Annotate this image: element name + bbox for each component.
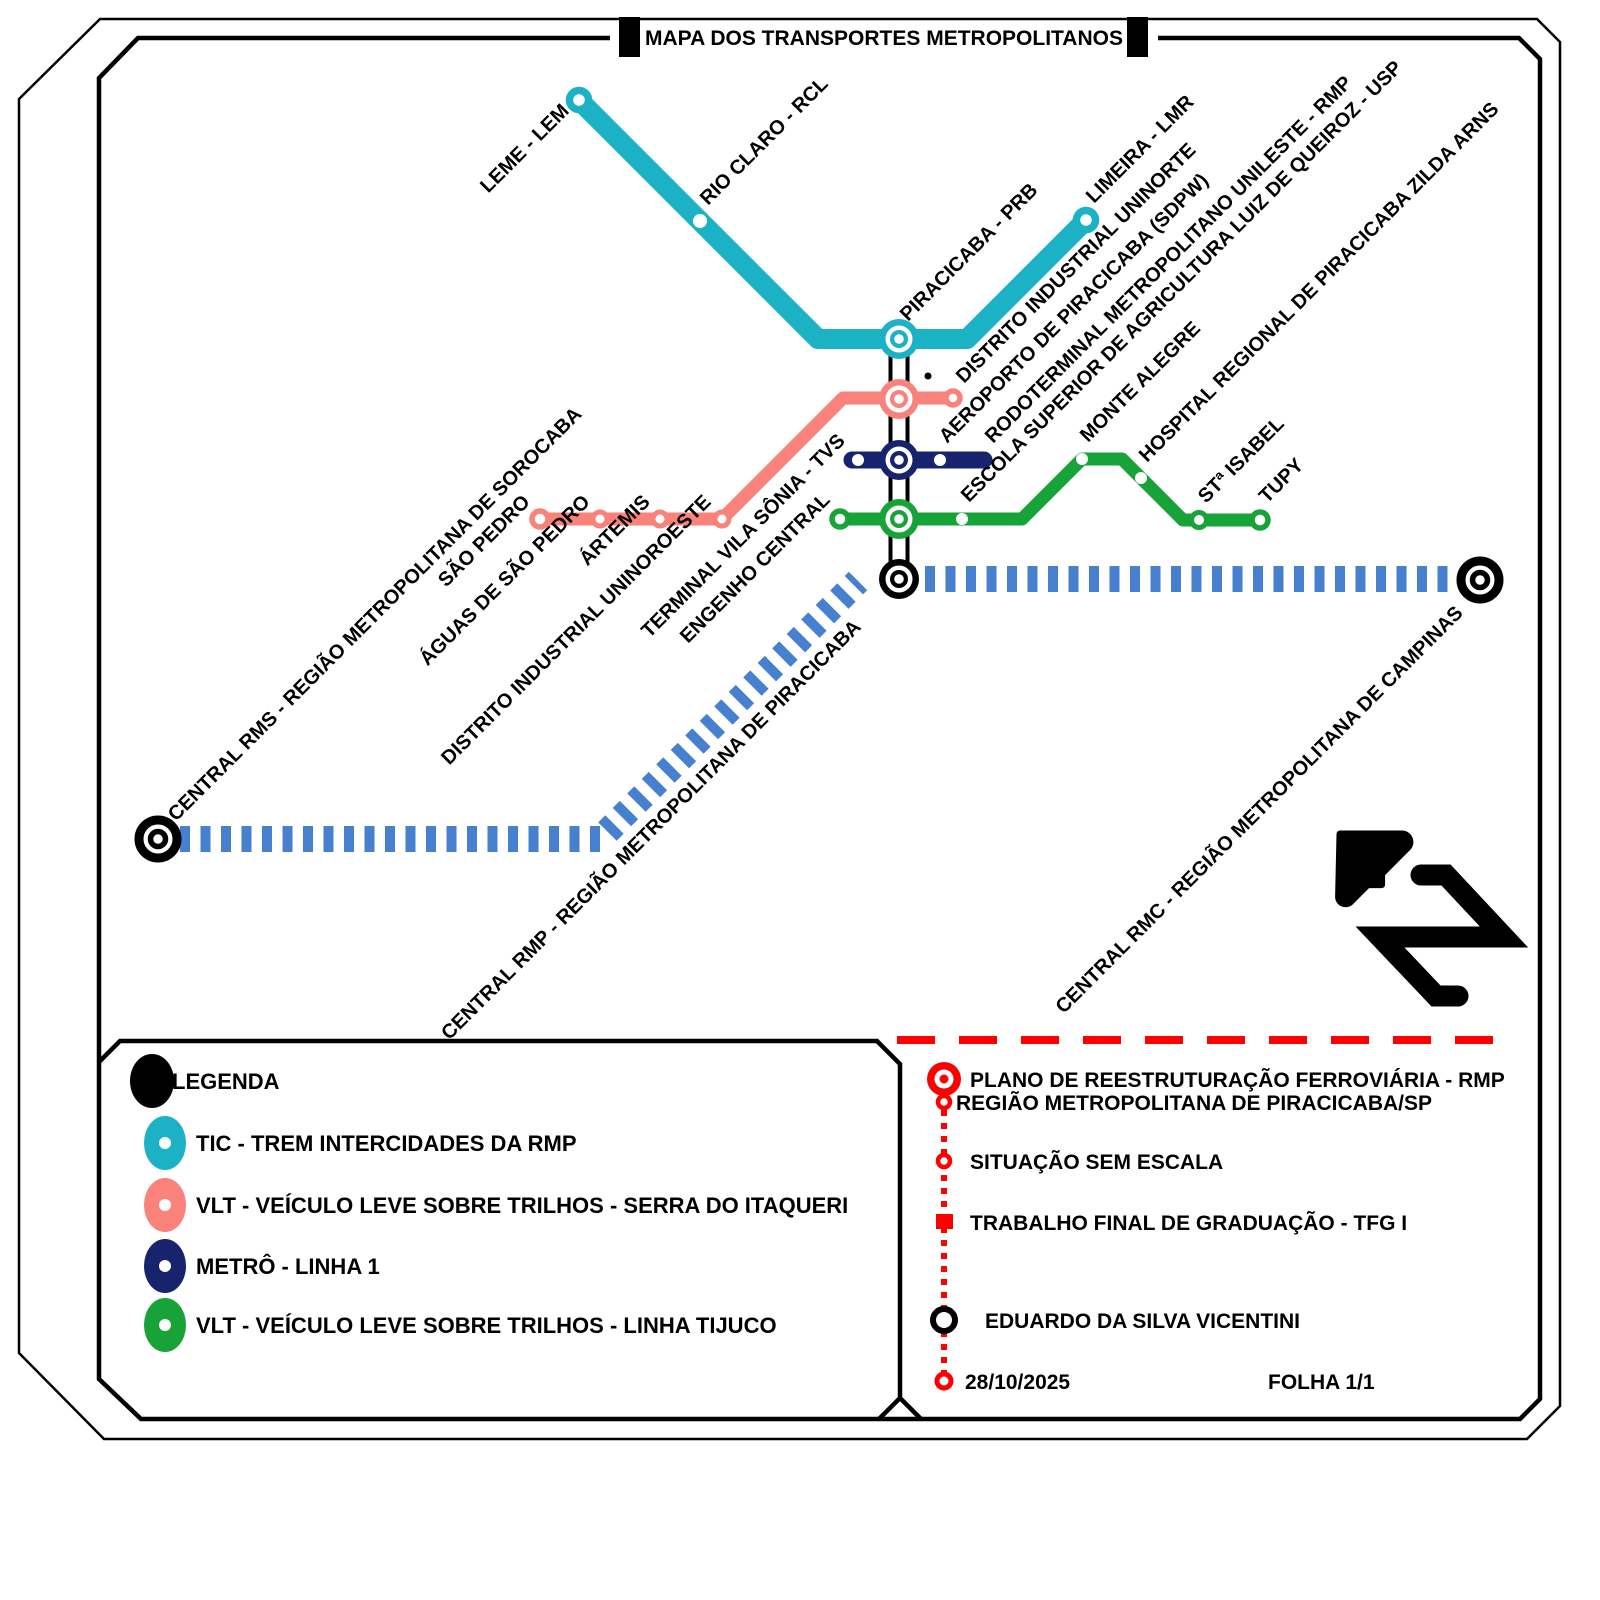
hub-piracicaba xyxy=(879,319,919,359)
central-rms-station xyxy=(134,815,182,863)
station-tupy xyxy=(1249,509,1271,531)
label-tupy: TUPY xyxy=(1255,454,1309,508)
legend-item-vlt-tijuco: VLT - VEÍCULO LEVE SOBRE TRILHOS - LINHA… xyxy=(144,1298,777,1352)
station-leme xyxy=(565,86,593,114)
legend-item-label: VLT - VEÍCULO LEVE SOBRE TRILHOS - LINHA… xyxy=(196,1313,777,1338)
legend-item-label: TIC - TREM INTERCIDADES DA RMP xyxy=(196,1131,577,1156)
label-central-rms: CENTRAL RMS - REGIÃO METROPOLITANA DE SO… xyxy=(163,403,586,826)
info-work: TRABALHO FINAL DE GRADUAÇÃO - TFG I xyxy=(970,1212,1407,1235)
info-author-marker xyxy=(930,1306,958,1334)
station-distrito-uninoroeste xyxy=(712,509,732,529)
station-hospital-regional xyxy=(1135,472,1147,484)
legend-item-label: VLT - VEÍCULO LEVE SOBRE TRILHOS - SERRA… xyxy=(196,1193,848,1218)
hub-metro xyxy=(879,440,919,480)
label-central-rmp: CENTRAL RMP - REGIÃO METROPOLITANA DE PI… xyxy=(437,615,866,1044)
inner-frame xyxy=(96,35,1543,1422)
logo-flag-shape xyxy=(1335,830,1414,908)
station-rio-claro xyxy=(693,214,707,228)
station-engenho-central xyxy=(829,508,851,530)
legend-box-walls xyxy=(97,1038,923,1421)
info-author: EDUARDO DA SILVA VICENTINI xyxy=(985,1310,1300,1333)
station-escola-esalq xyxy=(956,513,968,525)
central-rmc-station xyxy=(1456,556,1504,604)
legend-heading: LEGENDA xyxy=(172,1069,280,1094)
legend-item-label: METRÔ - LINHA 1 xyxy=(196,1254,380,1279)
info-panel: PLANO DE REESTRUTURAÇÃO FERROVIÁRIA - RM… xyxy=(897,1036,1512,1394)
hub-vlt-tijuco xyxy=(879,499,919,539)
station-monte-alegre xyxy=(1076,453,1088,465)
legend-item-metro: METRÔ - LINHA 1 xyxy=(144,1239,380,1293)
station-aguas-de-sao-pedro xyxy=(590,509,610,529)
title-right-bar xyxy=(1127,17,1148,57)
info-plan-marker xyxy=(927,1062,961,1111)
legend-heading-marker xyxy=(130,1054,174,1108)
info-date: 28/10/2025 xyxy=(965,1371,1070,1394)
station-labels: LEME - LEM RIO CLARO - RCL PIRACICABA - … xyxy=(163,57,1503,1045)
info-scale-note: SITUAÇÃO SEM ESCALA xyxy=(970,1151,1223,1174)
station-aeroporto xyxy=(934,454,946,466)
station-limeira xyxy=(1072,206,1100,234)
info-work-marker xyxy=(936,1214,953,1229)
label-aeroporto: AEROPORTO DE PIRACICABA (SDPW) xyxy=(935,170,1213,448)
outer-frame xyxy=(17,17,1562,1441)
rmp-regional-links xyxy=(134,556,1504,863)
legend-item-vlt-serra: VLT - VEÍCULO LEVE SOBRE TRILHOS - SERRA… xyxy=(144,1178,848,1232)
label-rio-claro: RIO CLARO - RCL xyxy=(696,73,833,210)
info-sheet-number: FOLHA 1/1 xyxy=(1268,1371,1375,1394)
station-sao-pedro xyxy=(529,508,551,530)
info-plan-title-line2: REGIÃO METROPOLITANA DE PIRACICABA/SP xyxy=(956,1092,1432,1115)
legend-box: LEGENDA TIC - TREM INTERCIDADES DA RMP V… xyxy=(97,1038,923,1421)
info-date-marker xyxy=(934,1371,954,1391)
link-to-central-rms xyxy=(180,571,868,852)
title-mask xyxy=(610,28,1158,62)
hub-vlt-serra xyxy=(879,379,919,419)
info-plan-title-line1: PLANO DE REESTRUTURAÇÃO FERROVIÁRIA - RM… xyxy=(970,1069,1505,1092)
page-frames xyxy=(17,17,1562,1441)
hub-central-rmp xyxy=(879,559,919,599)
logo-z-shape xyxy=(1355,864,1529,1007)
title-left-bar xyxy=(619,17,640,57)
label-leme: LEME - LEM xyxy=(476,100,573,197)
small-dot xyxy=(924,372,932,380)
station-distrito-uninorte xyxy=(943,388,963,408)
line-vlt-tijuco xyxy=(829,452,1271,531)
station-terminal-vila-sonia xyxy=(852,454,864,466)
station-sta-isabel xyxy=(1189,510,1209,530)
logo xyxy=(1335,830,1529,1007)
info-scale-marker xyxy=(935,1152,953,1170)
station-artemis xyxy=(650,509,670,529)
page-title: MAPA DOS TRANSPORTES METROPOLITANOS xyxy=(645,27,1123,50)
legend-item-tic: TIC - TREM INTERCIDADES DA RMP xyxy=(144,1116,577,1170)
title-block: MAPA DOS TRANSPORTES METROPOLITANOS xyxy=(610,17,1158,62)
